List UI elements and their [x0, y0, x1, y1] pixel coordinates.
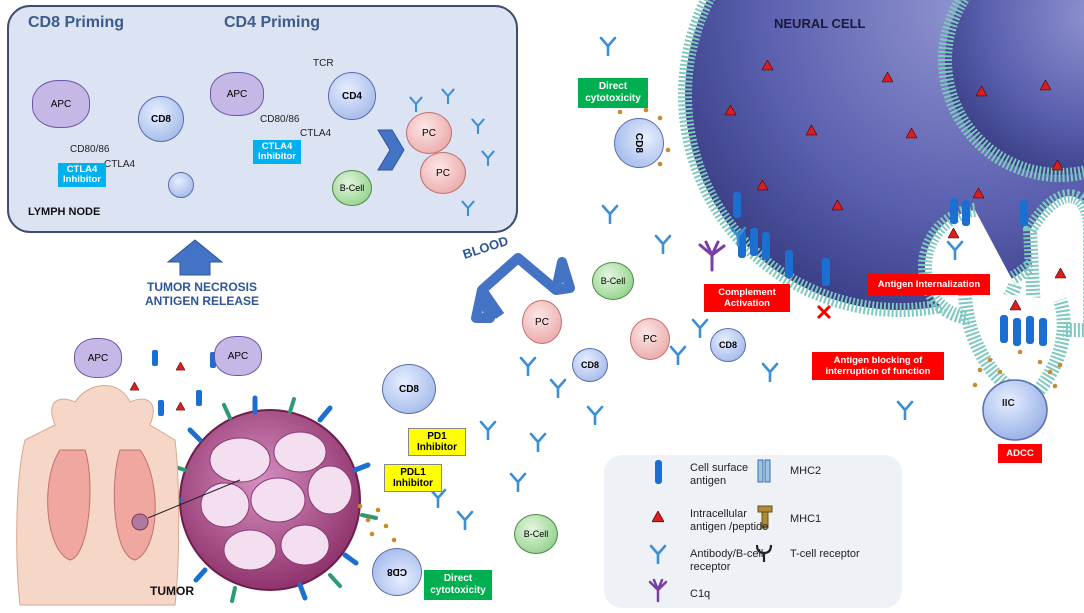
apc-label: APC [227, 350, 249, 362]
bcell-label: B-Cell [339, 183, 365, 193]
cd8-cell-tumor-bottom: CD8 [372, 548, 422, 596]
pc-label: PC [422, 127, 436, 139]
pdl1-inhibitor: PDL1 Inhibitor [384, 464, 442, 492]
cd8-label: CD8 [398, 383, 419, 395]
adcc-granules [972, 349, 1063, 389]
cd8-label: CD8 [150, 113, 171, 125]
legend-cell-surface-antigen: Cell surface antigen [690, 462, 749, 487]
pc-cell-blood-2: PC [630, 318, 670, 360]
bcell-blood-1: B-Cell [592, 262, 634, 300]
small-t-cell [168, 172, 194, 198]
cd8-priming-title: CD8 Priming [28, 14, 125, 31]
cd8-cell-tumor-top: CD8 [382, 364, 436, 414]
legend-tcr: T-cell receptor [790, 548, 860, 560]
arrow-up-to-lymph [166, 239, 224, 276]
cd80-86-label-a: CD80/86 [70, 144, 110, 155]
cd8-cell-blood-1: CD8 [572, 348, 608, 382]
cd8-label: CD8 [580, 360, 599, 370]
apc-cell-tumor-left: APC [74, 338, 122, 378]
direct-cytotoxicity-neural: Direct cytotoxicity [578, 78, 648, 108]
neural-surface-antigens [733, 192, 1047, 346]
apc-cell-lymph-cd8: APC [32, 80, 90, 128]
legend-mhc1: MHC1 [790, 513, 822, 525]
ctla4-inhibitor-a: CTLA4 Inhibitor [58, 163, 106, 187]
cd8-cell-neural: CD8 [614, 118, 664, 168]
cd8-cell-lymph: CD8 [138, 96, 184, 142]
apc-label: APC [50, 98, 72, 110]
pc-label: PC [436, 167, 450, 179]
pc-cell-blood-1: PC [522, 300, 562, 344]
tumor-necrosis-label: TUMOR NECROSIS ANTIGEN RELEASE [144, 280, 259, 308]
legend-antibody: Antibody/B-cell receptor [690, 548, 764, 573]
tumor-spikes [163, 395, 371, 601]
cd80-86-label-b: CD80/86 [260, 114, 300, 125]
cd8-label: CD8 [718, 340, 737, 350]
antigen-blocking-label: Antigen blocking of interruption of func… [812, 352, 944, 380]
arrow-lymph-to-pc [377, 129, 405, 171]
blocked-marker [816, 304, 832, 320]
tumor-spikes-green [170, 397, 378, 603]
ctla4-inhibitor-b: CTLA4 Inhibitor [253, 140, 301, 164]
blood-arrows [471, 253, 575, 323]
c1q-graphic [698, 240, 726, 272]
cd8-label: CD8 [633, 132, 645, 153]
lymph-node-label: LYMPH NODE [28, 206, 101, 218]
iic-label: IIC [1002, 398, 1015, 409]
tumor-label: TUMOR [150, 584, 194, 598]
bcell-lymph: B-Cell [332, 170, 372, 206]
torso-graphic [16, 385, 241, 606]
pc-label: PC [535, 316, 549, 328]
cd8-cell-blood-2: CD8 [710, 328, 746, 362]
cd8-label: CD8 [387, 566, 408, 578]
bcell-blood-2: B-Cell [514, 514, 558, 554]
complement-activation-label: Complement Activation [704, 284, 790, 312]
cd4-priming-title: CD4 Priming [224, 14, 321, 31]
apc-cell-tumor-right: APC [214, 336, 262, 376]
ctla4-label-b: CTLA4 [300, 128, 332, 139]
pd1-inhibitor: PD1 Inhibitor [408, 428, 466, 456]
direct-cytotoxicity-tumor: Direct cytotoxicity [424, 570, 492, 600]
lymph-node-box [7, 5, 518, 233]
apc-cell-lymph-cd4: APC [210, 72, 264, 116]
neural-cell-title: NEURAL CELL [774, 16, 866, 31]
tcr-label: TCR [313, 58, 334, 69]
pc-cell-lymph-2: PC [420, 152, 466, 194]
legend-mhc2: MHC2 [790, 465, 822, 477]
ctla4-label-a: CTLA4 [104, 159, 136, 170]
bcell-label: B-Cell [523, 529, 549, 539]
legend-intracellular: Intracellular antigen /peptide [690, 508, 769, 533]
pc-cell-lymph-1: PC [406, 112, 452, 154]
apc-label: APC [226, 88, 248, 100]
apc-label: APC [87, 352, 109, 364]
pc-label: PC [643, 333, 657, 345]
bcell-label: B-Cell [600, 276, 626, 286]
iic-cell-graphic [982, 379, 1048, 441]
cd4-label: CD4 [341, 90, 362, 102]
antigen-internalization-label: Antigen Internalization [868, 274, 990, 295]
adcc-label: ADCC [998, 444, 1042, 463]
cd4-cell-lymph: CD4 [328, 72, 376, 120]
legend-c1q: C1q [690, 588, 711, 600]
tumor-graphic [179, 409, 361, 591]
